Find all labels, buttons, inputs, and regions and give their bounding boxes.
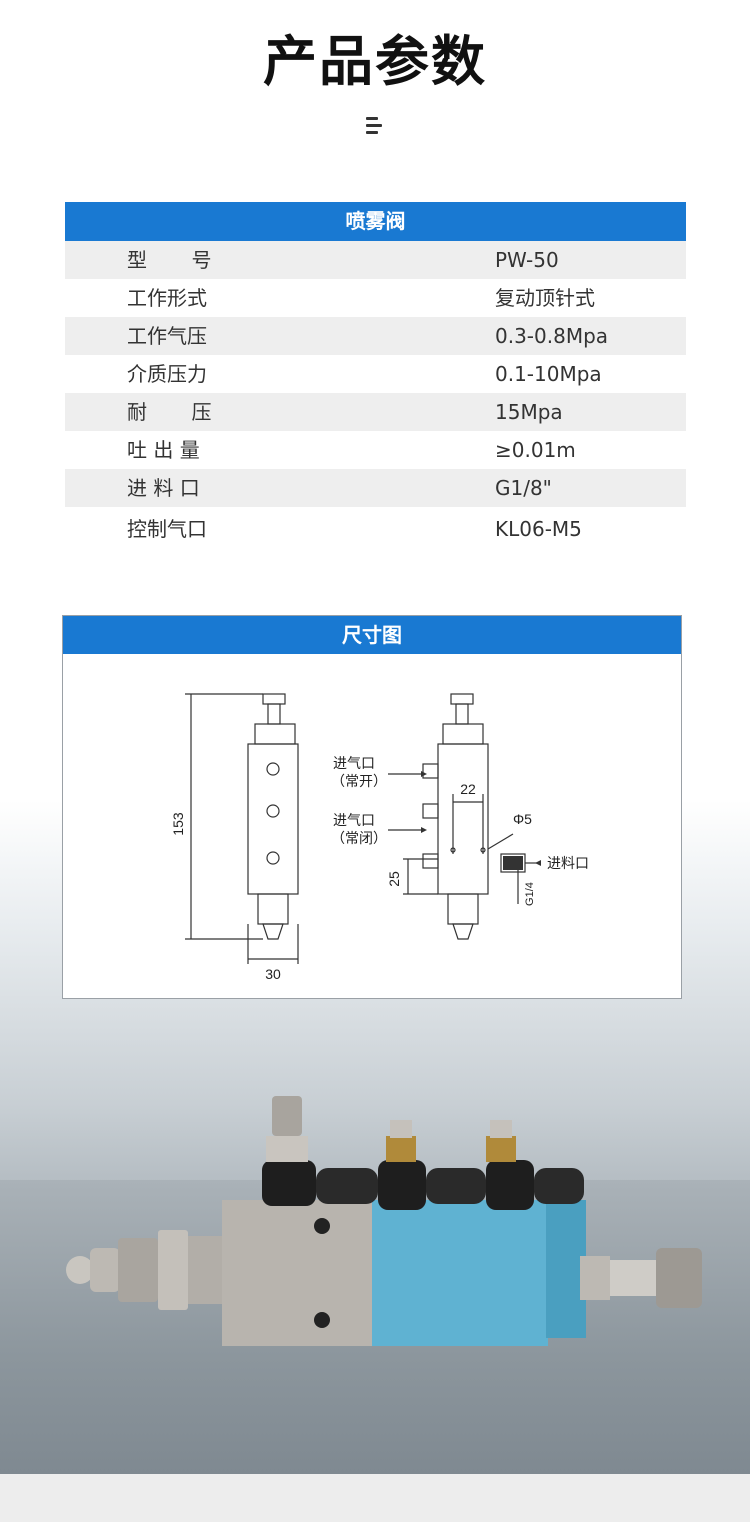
spec-label: 型 号 xyxy=(127,248,212,272)
dim-label-inlet-open: 进气口 xyxy=(333,755,375,771)
spec-row: 进 料 口 G1/8" xyxy=(65,469,686,507)
spec-table-header: 喷雾阀 xyxy=(65,202,686,241)
spec-label: 工作气压 xyxy=(127,324,207,348)
spec-row: 工作气压 0.3-0.8Mpa xyxy=(65,317,686,355)
spec-value: 15Mpa xyxy=(495,400,563,424)
dimension-diagram: 153 30 22 Φ5 25 G1/4 进气口 （常开） 进气口 （常闭） 进… xyxy=(170,693,589,982)
dim-label-inlet-closed-note: （常闭） xyxy=(331,830,387,846)
dim-label-spacing: 22 xyxy=(460,781,476,797)
dim-label-diameter: Φ5 xyxy=(513,811,532,827)
spec-row: 吐 出 量 ≥0.01m xyxy=(65,431,686,469)
spec-table: 喷雾阀 型 号 PW-50 工作形式 复动顶针式 工作气压 0.3-0.8Mpa… xyxy=(65,202,686,551)
dim-label-bottom: 25 xyxy=(386,871,402,887)
spec-label: 进 料 口 xyxy=(127,476,200,500)
spec-value: G1/8" xyxy=(495,476,552,500)
dim-label-width: 30 xyxy=(265,966,281,982)
dim-label-feed-inlet: 进料口 xyxy=(547,855,589,871)
dim-label-height: 153 xyxy=(170,812,186,836)
dimension-drawing: 尺寸图 xyxy=(62,615,682,999)
dim-label-inlet-open-note: （常开） xyxy=(331,773,387,789)
dim-label-thread: G1/4 xyxy=(524,882,536,906)
spec-row: 介质压力 0.1-10Mpa xyxy=(65,355,686,393)
spec-row: 型 号 PW-50 xyxy=(65,241,686,279)
spec-label: 吐 出 量 xyxy=(127,438,200,462)
page-title: 产品参数 xyxy=(263,30,487,93)
dim-label-inlet-closed: 进气口 xyxy=(333,812,375,828)
spec-value: 0.3-0.8Mpa xyxy=(495,324,609,348)
spec-value: PW-50 xyxy=(495,248,559,272)
spec-value: KL06-M5 xyxy=(495,517,582,541)
spec-value: 复动顶针式 xyxy=(495,286,595,310)
spec-row: 工作形式 复动顶针式 xyxy=(65,279,686,317)
spec-row: 耐 压 15Mpa xyxy=(65,393,686,431)
title-decoration-icon xyxy=(366,116,382,136)
dimension-header: 尺寸图 xyxy=(63,616,681,654)
valve-product-photo xyxy=(66,1096,702,1346)
spec-label: 耐 压 xyxy=(127,400,212,424)
spec-value: 0.1-10Mpa xyxy=(495,362,602,386)
spec-value: ≥0.01m xyxy=(495,438,576,462)
spec-row: 控制气口 KL06-M5 xyxy=(65,507,686,551)
spec-label: 控制气口 xyxy=(127,517,207,541)
footer-strip xyxy=(0,1474,750,1522)
spec-label: 介质压力 xyxy=(127,362,207,386)
spec-label: 工作形式 xyxy=(127,286,207,310)
